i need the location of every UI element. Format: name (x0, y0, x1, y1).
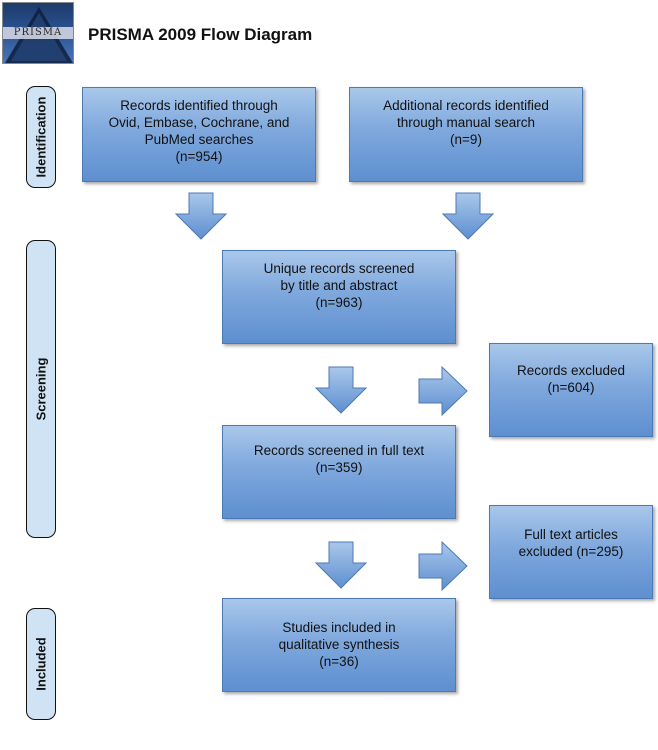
down-arrow-icon (315, 366, 367, 414)
records-excluded-box: Records excluded (n=604) (489, 343, 653, 437)
phase-identification: Identification (26, 86, 56, 188)
database-records-box: Records identified through Ovid, Embase,… (82, 87, 316, 182)
database-records-text: Records identified through Ovid, Embase,… (108, 98, 290, 164)
down-arrow-icon (175, 192, 227, 240)
right-arrow-icon (418, 541, 468, 591)
studies-included-box: Studies included in qualitative synthesi… (222, 598, 456, 692)
full-text-screened-text: Records screened in full text (n=359) (253, 443, 425, 475)
full-text-excluded-text: Full text articles excluded (n=295) (518, 527, 624, 559)
manual-records-text: Additional records identified through ma… (383, 98, 549, 147)
page-title: PRISMA 2009 Flow Diagram (88, 25, 313, 44)
studies-included-text: Studies included in qualitative synthesi… (278, 620, 400, 669)
logo-text: PRISMA (3, 27, 73, 39)
right-arrow-icon (418, 366, 468, 416)
manual-records-box: Additional records identified through ma… (349, 87, 583, 182)
unique-records-box: Unique records screened by title and abs… (222, 250, 456, 344)
phase-included: Included (26, 608, 56, 720)
phase-included-label: Included (33, 637, 49, 691)
down-arrow-icon (442, 192, 494, 240)
phase-screening: Screening (26, 240, 56, 538)
prisma-logo: PRISMA (2, 2, 74, 64)
full-text-excluded-box: Full text articles excluded (n=295) (489, 505, 653, 599)
phase-identification-label: Identification (33, 96, 49, 178)
records-excluded-text: Records excluded (n=604) (516, 363, 626, 395)
down-arrow-icon (315, 541, 367, 589)
full-text-screened-box: Records screened in full text (n=359) (222, 425, 456, 519)
phase-screening-label: Screening (33, 357, 49, 421)
unique-records-text: Unique records screened by title and abs… (263, 261, 415, 310)
